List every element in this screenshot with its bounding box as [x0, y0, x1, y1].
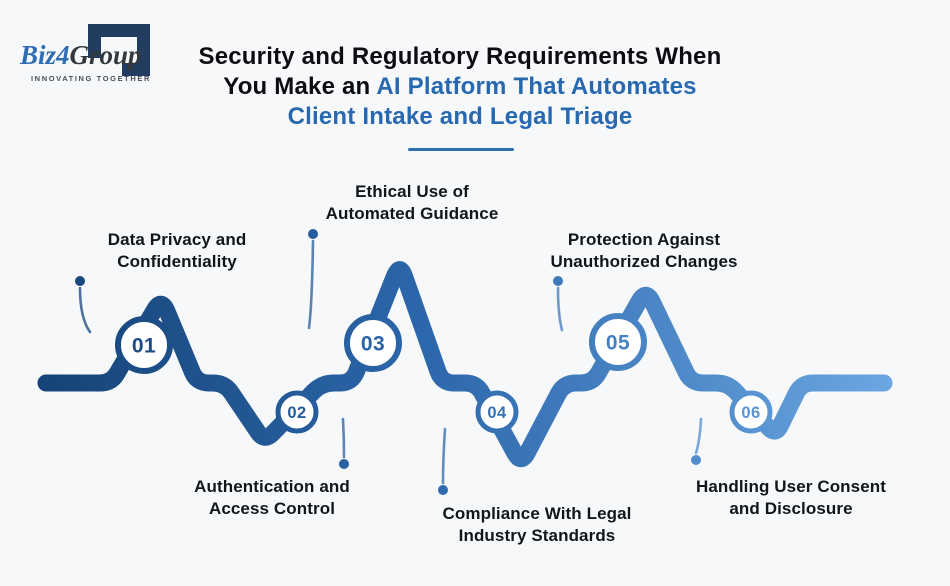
node-number: 01	[132, 335, 156, 358]
step-node-4: 04	[475, 390, 519, 434]
logo: Biz4Group INNOVATING TOGETHER	[18, 16, 188, 96]
callout-line	[556, 286, 564, 332]
callout-5	[553, 276, 564, 332]
logo-tagline: INNOVATING TOGETHER	[31, 74, 151, 83]
step-node-6: 06	[729, 390, 773, 434]
node-circle	[344, 314, 402, 372]
step-node-2: 02	[275, 390, 319, 434]
step-label-5: Protection Against Unauthorized Changes	[550, 230, 738, 271]
node-circle	[275, 390, 319, 434]
callout-line	[78, 286, 92, 334]
callout-dot	[75, 276, 85, 286]
brand-group: Group	[69, 40, 142, 70]
title-line-3: Client Intake and Legal Triage	[287, 103, 633, 130]
title-line-1: Security and Regulatory Requirements Whe…	[198, 43, 722, 70]
step-label-2: Authentication and Access Control	[194, 477, 350, 518]
callout-dot	[691, 455, 701, 465]
title-underline	[408, 148, 514, 151]
step-label-6: Handling User Consent and Disclosure	[695, 477, 887, 518]
step-label-1: Data Privacy and Confidentiality	[107, 230, 247, 271]
logo-bracket-icon	[88, 24, 150, 76]
step-node-5: 05	[589, 313, 647, 371]
node-number: 02	[287, 404, 306, 422]
node-circle	[589, 313, 647, 371]
callout-dot	[553, 276, 563, 286]
step-node-3: 03	[344, 314, 402, 372]
callout-dot	[339, 459, 349, 469]
node-number: 05	[606, 332, 630, 355]
wave-line	[37, 261, 893, 468]
title-line-2: You Make an AI Platform That Automates	[223, 73, 697, 100]
callout-2	[339, 417, 349, 469]
page-title: Security and Regulatory Requirements Whe…	[110, 42, 810, 132]
callout-line	[441, 427, 447, 485]
callout-line	[341, 417, 346, 459]
callout-line	[307, 239, 315, 330]
node-circle	[115, 316, 173, 374]
brand-biz: Biz	[20, 40, 57, 70]
callout-line	[694, 417, 703, 455]
node-number: 04	[487, 404, 507, 422]
node-circle	[729, 390, 773, 434]
node-circle	[475, 390, 519, 434]
step-label-4: Compliance With Legal Industry Standards	[442, 504, 632, 545]
brand-4: 4	[56, 40, 70, 70]
step-node-1: 01	[115, 316, 173, 374]
node-number: 03	[361, 333, 385, 356]
step-label-3: Ethical Use of Automated Guidance	[325, 182, 499, 223]
callout-1	[75, 276, 92, 334]
callout-3	[307, 229, 318, 330]
node-number: 06	[741, 404, 760, 422]
brand-text: Biz4Group	[20, 42, 142, 69]
callout-dot	[308, 229, 318, 239]
callout-4	[438, 427, 448, 495]
callout-dot	[438, 485, 448, 495]
callout-6	[691, 417, 703, 465]
